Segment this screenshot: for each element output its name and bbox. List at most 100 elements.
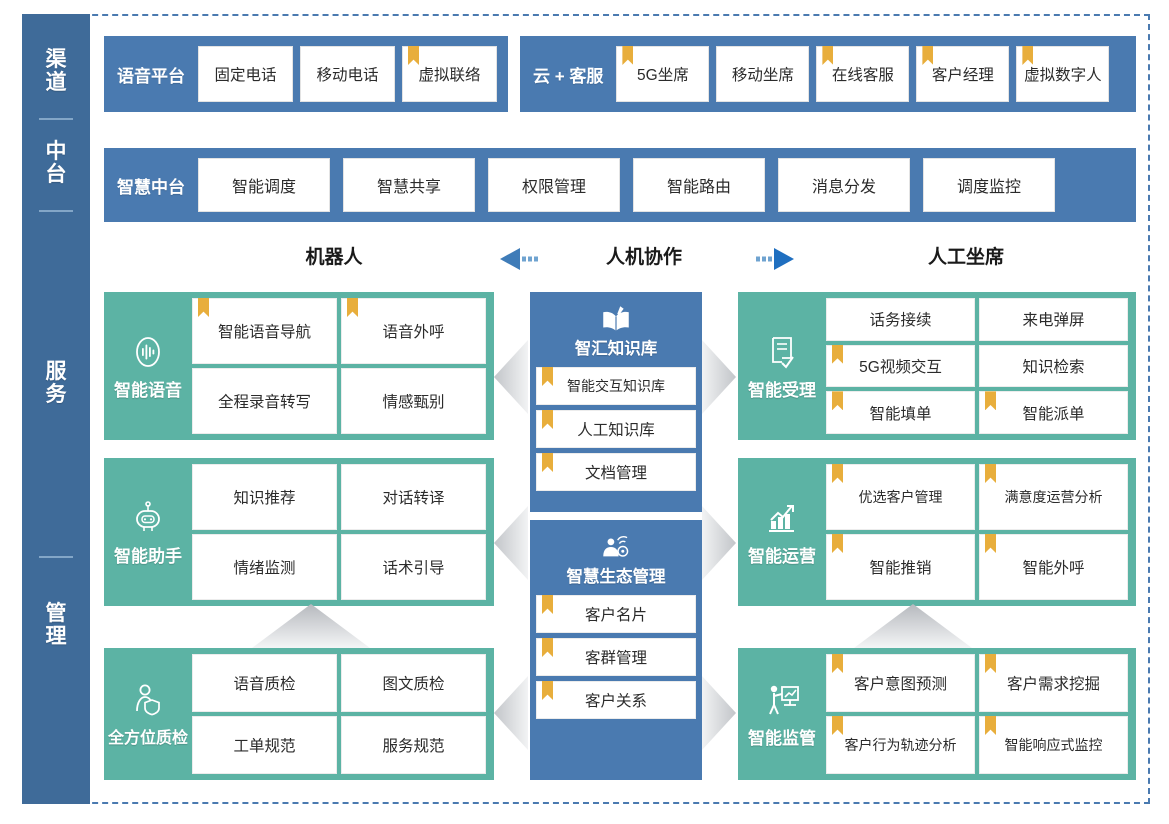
feature-cell[interactable]: 图文质检 bbox=[341, 654, 486, 712]
service-group-intelligent-assistant: 智能助手 知识推荐 对话转译 情绪监测 话术引导 bbox=[104, 458, 494, 606]
feature-cell[interactable]: 满意度运营分析 bbox=[979, 464, 1128, 530]
rail-item-management[interactable]: 管理 bbox=[45, 602, 67, 648]
channel-group-title: 语音平台 bbox=[117, 66, 185, 86]
arrow-right-icon bbox=[756, 248, 794, 270]
platform-chip[interactable]: 消息分发 bbox=[778, 158, 910, 212]
service-group-intelligent-voice: 智能语音 智能语音导航 语音外呼 全程录音转写 情感甄别 bbox=[104, 292, 494, 440]
panel-item[interactable]: 文档管理 bbox=[536, 453, 696, 491]
section-heading-collaboration: 人机协作 bbox=[605, 247, 682, 268]
feature-cell[interactable]: 智能外呼 bbox=[979, 534, 1128, 600]
robot-icon bbox=[136, 500, 160, 531]
channel-group-cloud-service: 云 + 客服 5G坐席 移动坐席 在线客服 客户经理 虚拟数字人 bbox=[520, 36, 1136, 112]
group-side-label: 智能受理 bbox=[738, 292, 826, 440]
feature-cell[interactable]: 知识推荐 bbox=[192, 464, 337, 530]
section-heading-robot: 机器人 bbox=[305, 247, 363, 268]
document-check-icon bbox=[772, 336, 794, 369]
service-group-full-quality-inspection: 全方位质检 语音质检 图文质检 工单规范 服务规范 bbox=[104, 648, 494, 780]
rail-item-service[interactable]: 服务 bbox=[45, 360, 67, 406]
group-cell-grid: 智能语音导航 语音外呼 全程录音转写 情感甄别 bbox=[192, 292, 494, 440]
platform-row-title: 智慧中台 bbox=[117, 177, 185, 197]
group-name: 全方位质检 bbox=[107, 730, 188, 747]
channel-chip[interactable]: 客户经理 bbox=[916, 46, 1010, 102]
feature-cell[interactable]: 语音质检 bbox=[192, 654, 337, 712]
open-book-icon bbox=[603, 306, 629, 331]
channel-chip[interactable]: 固定电话 bbox=[198, 46, 293, 102]
channel-chip[interactable]: 5G坐席 bbox=[616, 46, 710, 102]
service-group-intelligent-acceptance: 智能受理 话务接续 来电弹屏 5G视频交互 知识检索 智能填单 智能派单 bbox=[738, 292, 1136, 440]
panel-item[interactable]: 人工知识库 bbox=[536, 410, 696, 448]
ecosystem-icon bbox=[603, 536, 629, 557]
platform-chip[interactable]: 智慧共享 bbox=[343, 158, 475, 212]
feature-cell[interactable]: 智能推销 bbox=[826, 534, 975, 600]
feature-cell[interactable]: 5G视频交互 bbox=[826, 344, 975, 388]
platform-row: 智慧中台 智能调度 智慧共享 权限管理 智能路由 消息分发 调度监控 bbox=[104, 148, 1136, 222]
group-name: 智能助手 bbox=[114, 546, 182, 566]
group-side-label: 全方位质检 bbox=[104, 648, 192, 780]
bar-chart-trend-icon bbox=[769, 504, 794, 532]
panel-item[interactable]: 智能交互知识库 bbox=[536, 367, 696, 405]
panel-title: 智汇知识库 bbox=[574, 340, 658, 358]
group-side-label: 智能语音 bbox=[104, 292, 192, 440]
panel-title: 智慧生态管理 bbox=[566, 568, 666, 586]
panel-header: 智汇知识库 bbox=[536, 298, 696, 367]
feature-cell[interactable]: 客户行为轨迹分析 bbox=[826, 716, 975, 774]
group-side-label: 智能监管 bbox=[738, 648, 826, 780]
group-name: 智能监管 bbox=[748, 728, 816, 748]
feature-cell[interactable]: 客户意图预测 bbox=[826, 654, 975, 712]
feature-cell[interactable]: 话术引导 bbox=[341, 534, 486, 600]
triangle-up-icon bbox=[252, 604, 370, 648]
presenter-chart-icon bbox=[769, 685, 799, 714]
feature-cell[interactable]: 知识检索 bbox=[979, 344, 1128, 388]
feature-cell[interactable]: 语音外呼 bbox=[341, 298, 486, 364]
panel-item[interactable]: 客户关系 bbox=[536, 681, 696, 719]
platform-chip[interactable]: 智能调度 bbox=[198, 158, 330, 212]
channel-chip[interactable]: 虚拟联络 bbox=[402, 46, 497, 102]
channel-chip[interactable]: 在线客服 bbox=[816, 46, 910, 102]
feature-cell[interactable]: 智能响应式监控 bbox=[979, 716, 1128, 774]
feature-cell[interactable]: 工单规范 bbox=[192, 716, 337, 774]
section-heading-human: 人工坐席 bbox=[927, 247, 1004, 268]
group-cell-grid: 知识推荐 对话转译 情绪监测 话术引导 bbox=[192, 458, 494, 606]
voice-wave-icon bbox=[136, 336, 160, 367]
chevron-left-icon bbox=[494, 676, 528, 750]
rail-item-channel[interactable]: 渠道 bbox=[45, 48, 67, 94]
feature-cell[interactable]: 智能语音导航 bbox=[192, 298, 337, 364]
feature-cell[interactable]: 客户需求挖掘 bbox=[979, 654, 1128, 712]
feature-cell[interactable]: 情感甄别 bbox=[341, 368, 486, 434]
feature-cell[interactable]: 全程录音转写 bbox=[192, 368, 337, 434]
chevron-right-icon bbox=[702, 506, 736, 580]
feature-cell[interactable]: 服务规范 bbox=[341, 716, 486, 774]
triangle-up-icon bbox=[854, 604, 972, 648]
platform-chip[interactable]: 权限管理 bbox=[488, 158, 620, 212]
platform-chip[interactable]: 智能路由 bbox=[633, 158, 765, 212]
feature-cell[interactable]: 情绪监测 bbox=[192, 534, 337, 600]
group-cell-grid: 客户意图预测 客户需求挖掘 客户行为轨迹分析 智能响应式监控 bbox=[826, 648, 1136, 780]
rail-divider bbox=[39, 118, 73, 120]
feature-cell[interactable]: 优选客户管理 bbox=[826, 464, 975, 530]
channel-chip[interactable]: 移动电话 bbox=[300, 46, 395, 102]
feature-cell[interactable]: 智能派单 bbox=[979, 391, 1128, 434]
channel-chip[interactable]: 虚拟数字人 bbox=[1016, 46, 1110, 102]
rail-divider bbox=[39, 210, 73, 212]
feature-cell[interactable]: 智能填单 bbox=[826, 391, 975, 434]
person-shield-icon bbox=[136, 684, 160, 716]
panel-item[interactable]: 客户名片 bbox=[536, 595, 696, 633]
feature-cell[interactable]: 对话转译 bbox=[341, 464, 486, 530]
group-name: 智能受理 bbox=[748, 380, 816, 400]
chevron-right-icon bbox=[702, 340, 736, 414]
feature-cell[interactable]: 来电弹屏 bbox=[979, 298, 1128, 341]
feature-cell[interactable]: 话务接续 bbox=[826, 298, 975, 341]
service-group-intelligent-operation: 智能运营 优选客户管理 满意度运营分析 智能推销 智能外呼 bbox=[738, 458, 1136, 606]
platform-chip[interactable]: 调度监控 bbox=[923, 158, 1055, 212]
arrow-left-icon bbox=[500, 248, 538, 270]
layer-rail: 渠道 中台 服务 管理 bbox=[22, 14, 90, 804]
group-name: 智能语音 bbox=[114, 380, 182, 400]
channel-chip[interactable]: 移动坐席 bbox=[716, 46, 810, 102]
panel-item[interactable]: 客群管理 bbox=[536, 638, 696, 676]
panel-header: 智慧生态管理 bbox=[536, 526, 696, 595]
rail-item-platform[interactable]: 中台 bbox=[45, 140, 67, 186]
rail-divider bbox=[39, 556, 73, 558]
group-name: 智能运营 bbox=[748, 546, 816, 566]
group-cell-grid: 话务接续 来电弹屏 5G视频交互 知识检索 智能填单 智能派单 bbox=[826, 292, 1136, 440]
